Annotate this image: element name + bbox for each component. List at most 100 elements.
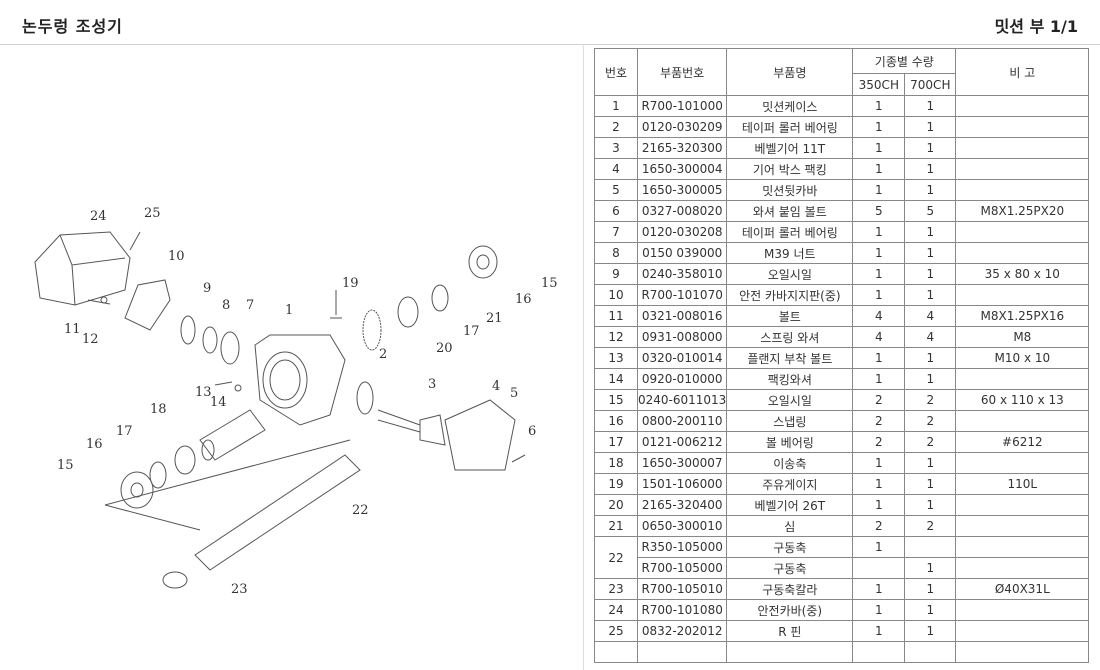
part-name: 테이퍼 롤러 베어링 [726,221,854,243]
part-number: 0920-010000 [636,368,728,390]
remark [955,599,1090,621]
part-name: 오일시일 [726,389,854,411]
qty-700: 2 [904,515,957,537]
part-name: 스프링 와셔 [726,326,854,348]
qty-700: 2 [904,389,957,411]
qty-700: 1 [904,158,957,180]
qty-700: 1 [904,242,957,264]
qty-350: 2 [852,389,906,411]
remark: #6212 [955,431,1090,453]
qty-700: 2 [904,410,957,432]
remark: M8 [955,326,1090,348]
qty-350: 1 [852,179,906,201]
remark [955,242,1090,264]
part-number: 0327-008020 [636,200,728,222]
qty-350: 1 [852,284,906,306]
callout: 7 [246,298,254,313]
qty-700: 1 [904,473,957,495]
part-number: 1501-106000 [636,473,728,495]
callout: 6 [528,424,536,439]
qty-700: 1 [904,221,957,243]
page-title: 논두렁 조성기 [22,17,123,36]
remark [955,116,1090,138]
part-name: R 핀 [726,620,854,642]
part-name: 와셔 붙임 볼트 [726,200,854,222]
row-no: 13 [594,347,638,369]
remark [955,158,1090,180]
callout: 11 [64,322,81,337]
part-name: 볼 베어링 [726,431,854,453]
row-no: 11 [594,305,638,327]
row-no: 17 [594,431,638,453]
qty-350: 5 [852,200,906,222]
part-name: 밋션케이스 [726,95,854,117]
empty-cell [636,641,728,663]
remark: M8X1.25PX20 [955,200,1090,222]
qty-350: 1 [852,494,906,516]
header-qty-group: 기종별 수량 [852,48,957,74]
part-name: 이송축 [726,452,854,474]
row-no: 22 [594,536,638,579]
qty-350: 2 [852,431,906,453]
part-number: 0120-030209 [636,116,728,138]
qty-350: 1 [852,221,906,243]
row-no: 6 [594,200,638,222]
part-name: 스냅링 [726,410,854,432]
callout: 15 [57,458,74,473]
part-number: R350-105000 [636,536,728,558]
section-page-label: 밋션 부 1/1 [994,17,1078,36]
qty-350: 1 [852,158,906,180]
callout: 10 [168,249,185,264]
part-number: 1650-300007 [636,452,728,474]
row-no: 12 [594,326,638,348]
empty-cell [904,641,957,663]
divider [583,44,584,670]
part-number: 0931-008000 [636,326,728,348]
qty-700: 1 [904,494,957,516]
row-no: 18 [594,452,638,474]
row-no: 16 [594,410,638,432]
callout: 15 [541,276,558,291]
callout: 20 [436,341,453,356]
header-qty-350: 350CH [852,73,906,96]
qty-350: 4 [852,305,906,327]
row-no: 20 [594,494,638,516]
remark: M8X1.25PX16 [955,305,1090,327]
remark: Ø40X31L [955,578,1090,600]
qty-350: 1 [852,137,906,159]
qty-700: 1 [904,599,957,621]
part-number: 0121-006212 [636,431,728,453]
remark: 35 x 80 x 10 [955,263,1090,285]
exploded-parts-diagram: 24 25 10 9 8 7 1 11 12 19 20 2 3 13 14 1… [34,206,558,597]
empty-row [594,641,1090,663]
row-no: 4 [594,158,638,180]
remark: 60 x 110 x 13 [955,389,1090,411]
header-name: 부품명 [726,48,854,96]
qty-700 [904,536,957,558]
qty-700: 1 [904,284,957,306]
callout: 4 [492,379,500,394]
qty-700: 1 [904,452,957,474]
callout: 12 [82,332,99,347]
remark [955,368,1090,390]
part-name: 구동축 [726,536,854,558]
callout: 2 [379,347,387,362]
part-number: 0240-6011013 [636,389,728,411]
part-name: 테이퍼 롤러 베어링 [726,116,854,138]
part-number: 2165-320400 [636,494,728,516]
header-no: 번호 [594,48,638,96]
qty-350: 4 [852,326,906,348]
